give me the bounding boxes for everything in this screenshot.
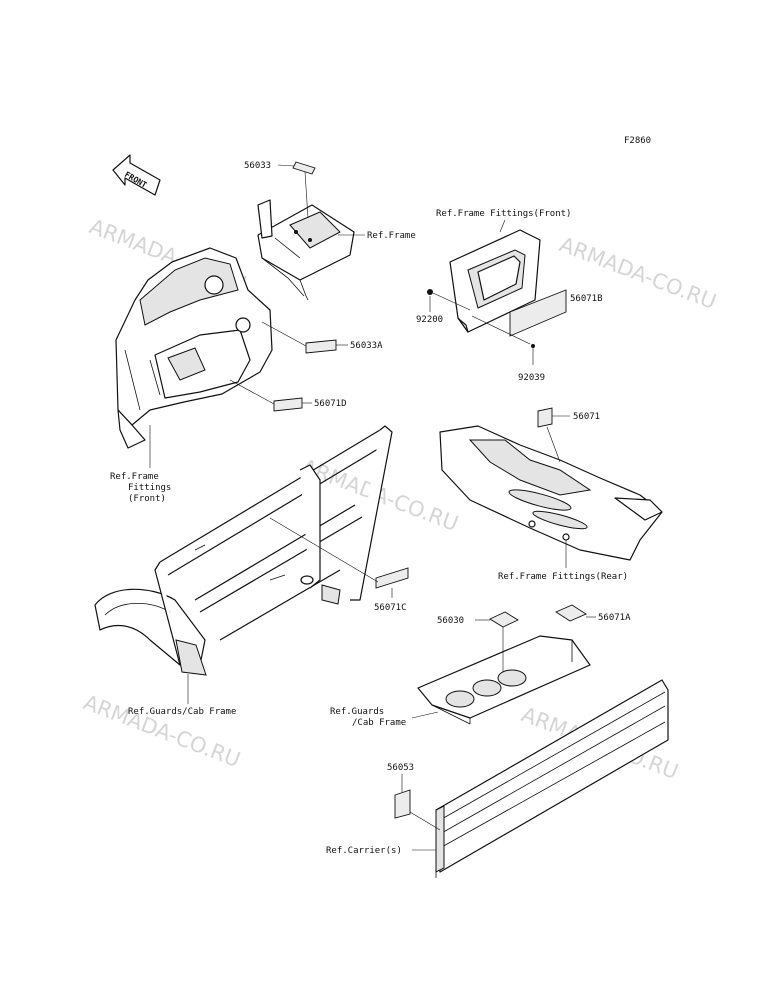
ref-guards-cab-frame-label: Ref.Guards/Cab Frame: [128, 707, 236, 717]
leader-line: [277, 164, 295, 167]
decal-56071B: [509, 289, 567, 337]
leader-line: [432, 292, 471, 311]
ref-frame-fittings-front-label: Ref.Frame Fittings(Front): [436, 209, 571, 219]
cab-frame-part: [94, 425, 393, 676]
part-label-92200: 92200: [416, 315, 443, 325]
leader-line: [546, 426, 561, 463]
leader-line: [411, 711, 439, 719]
figure-code: F2860: [624, 136, 651, 146]
ref-frame-label: Ref.Frame: [367, 231, 416, 241]
rear-fitting-part: [439, 425, 663, 561]
decal-56071: [537, 407, 553, 428]
floor-panel-part: [417, 635, 591, 725]
leader-line: [409, 811, 441, 831]
ref-guards-cab-frame-line2: /Cab Frame: [352, 718, 406, 728]
leader-line: [269, 517, 379, 583]
frame-bracket-part: [257, 199, 355, 301]
part-label-56071C: 56071C: [374, 603, 407, 613]
part-label-56030: 56030: [437, 616, 464, 626]
decal-56030: [489, 611, 519, 628]
leader-line: [304, 171, 309, 219]
carrier-part: [435, 679, 669, 878]
watermark: ARMADA-CO.RU: [80, 690, 243, 772]
ref-frame-fittings-rear-label: Ref.Frame Fittings(Rear): [498, 572, 628, 582]
dashboard-part: [115, 247, 273, 449]
leader-line: [471, 315, 531, 345]
part-label-56071B: 56071B: [570, 294, 603, 304]
leader-line: [229, 379, 275, 405]
bolt-92200-icon: [427, 289, 433, 295]
decal-56071D: [273, 397, 303, 412]
ref-frame-fittings-front-line1: Ref.Frame: [110, 472, 159, 482]
part-label-56071: 56071: [573, 412, 600, 422]
front-fitting-panel-part: [449, 229, 541, 333]
decal-56033A: [305, 339, 337, 354]
part-label-56071A: 56071A: [598, 613, 631, 623]
decal-56033: [292, 161, 316, 175]
screw-92039-icon: [531, 344, 535, 348]
ref-guards-cab-frame-line1: Ref.Guards: [330, 707, 384, 717]
decal-56071C: [375, 567, 409, 589]
part-label-56053: 56053: [387, 763, 414, 773]
leader-line: [261, 321, 307, 347]
part-label-92039: 92039: [518, 373, 545, 383]
leader-line: [499, 219, 506, 233]
decal-56071A: [555, 604, 587, 622]
ref-carriers-label: Ref.Carrier(s): [326, 846, 402, 856]
ref-frame-fittings-front-line2: Fittings: [128, 483, 171, 493]
part-label-56071D: 56071D: [314, 399, 347, 409]
ref-frame-fittings-front-line3: (Front): [128, 494, 166, 504]
front-arrow-icon: FRONT: [112, 154, 161, 196]
part-label-56033A: 56033A: [350, 341, 383, 351]
part-label-56033: 56033: [244, 161, 271, 171]
decal-56053: [394, 789, 411, 819]
